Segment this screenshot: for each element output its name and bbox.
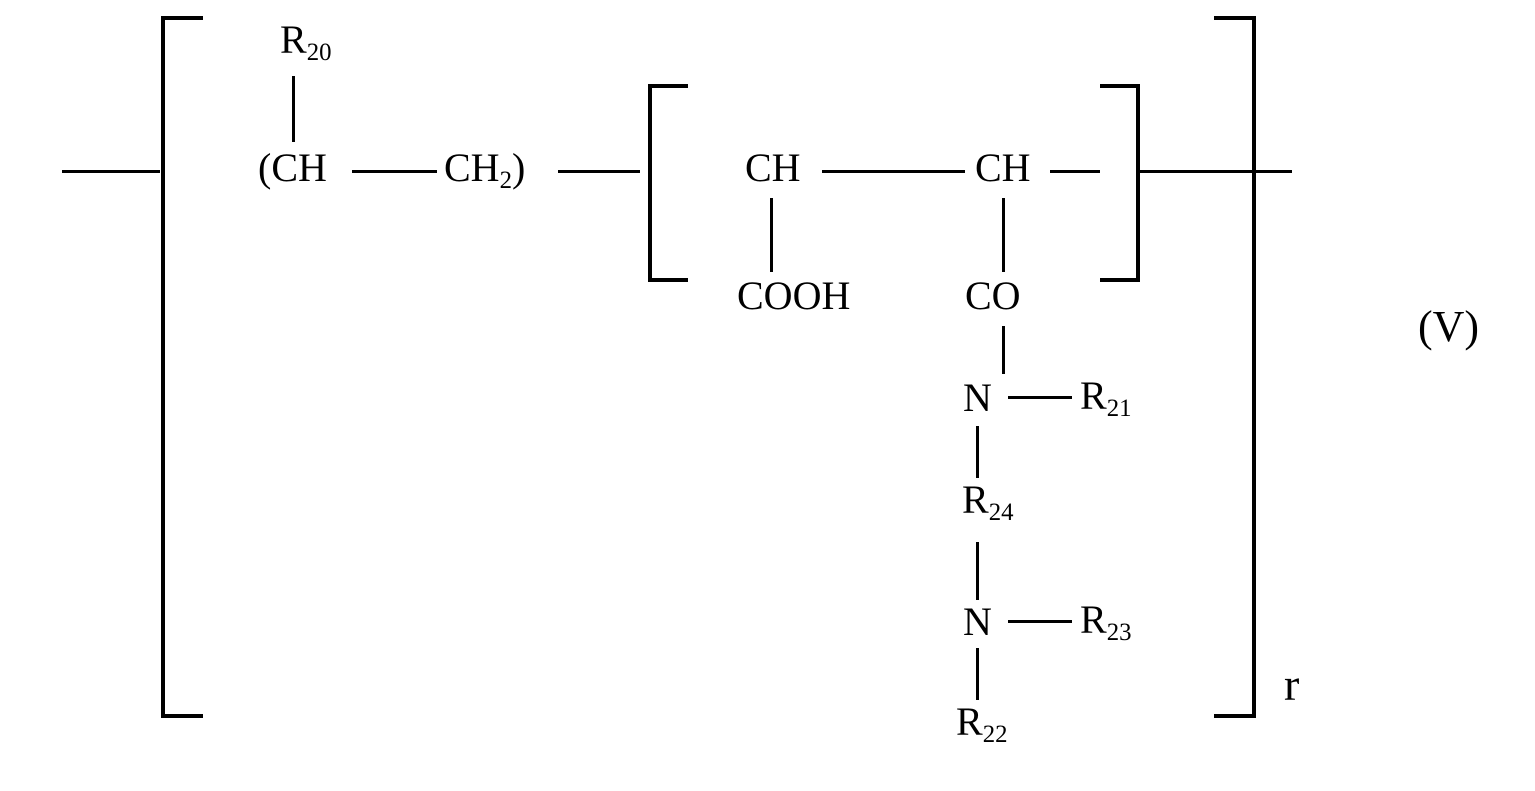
r21-label: R21 (1080, 373, 1131, 421)
bond-n-r24 (976, 426, 979, 478)
r23-sub: 23 (1106, 618, 1132, 646)
r24-label: R24 (962, 477, 1013, 525)
bond-n-r21 (1008, 396, 1072, 399)
n-bottom-label: N (963, 599, 992, 644)
bond-co-n (1002, 326, 1005, 374)
bond-ch-cooh (770, 198, 773, 272)
r20-sub: 20 (306, 38, 332, 66)
bond-ch-ch2 (352, 170, 437, 173)
bond-lead-out (1140, 170, 1292, 173)
co-label: CO (965, 273, 1021, 318)
ch2-sub: 2 (499, 166, 512, 194)
r24-base: R (962, 477, 989, 522)
r21-sub: 21 (1106, 394, 1132, 422)
r22-sub: 22 (982, 720, 1008, 748)
bond-n-r22 (976, 648, 979, 700)
ch2-close-paren: ) (511, 145, 526, 190)
outer-left-bracket (161, 16, 203, 718)
bond-n-r23 (1008, 620, 1072, 623)
bond-ch-co (1002, 198, 1005, 272)
outer-right-bracket (1214, 16, 1256, 718)
bond-unit1-unit2 (558, 170, 640, 173)
inner-left-bracket (648, 84, 688, 282)
bond-lead-in (62, 170, 160, 173)
r21-base: R (1080, 373, 1107, 418)
inner-right-bracket (1100, 84, 1140, 282)
backbone-ch-b: CH (975, 145, 1031, 190)
bond-r24-n (976, 542, 979, 600)
repeat-subscript-r: r (1284, 659, 1300, 710)
r20-base: R (280, 17, 307, 62)
formula-number-label: (V) (1418, 302, 1480, 351)
r24-sub: 24 (988, 498, 1014, 526)
r23-label: R23 (1080, 597, 1131, 645)
backbone-open-ch: (CH (258, 145, 327, 190)
backbone-ch-a: CH (745, 145, 801, 190)
backbone-ch2: CH2) (444, 145, 526, 193)
bond-chb-innerbracket (1050, 170, 1100, 173)
r23-base: R (1080, 597, 1107, 642)
ch2-base: CH (444, 145, 500, 190)
n-top-label: N (963, 375, 992, 420)
bond-r20-ch (292, 76, 295, 142)
r20-label: R20 (280, 17, 331, 65)
cooh-label: COOH (737, 273, 851, 318)
r22-label: R22 (956, 699, 1007, 747)
bond-cha-chb (822, 170, 965, 173)
r22-base: R (956, 699, 983, 744)
